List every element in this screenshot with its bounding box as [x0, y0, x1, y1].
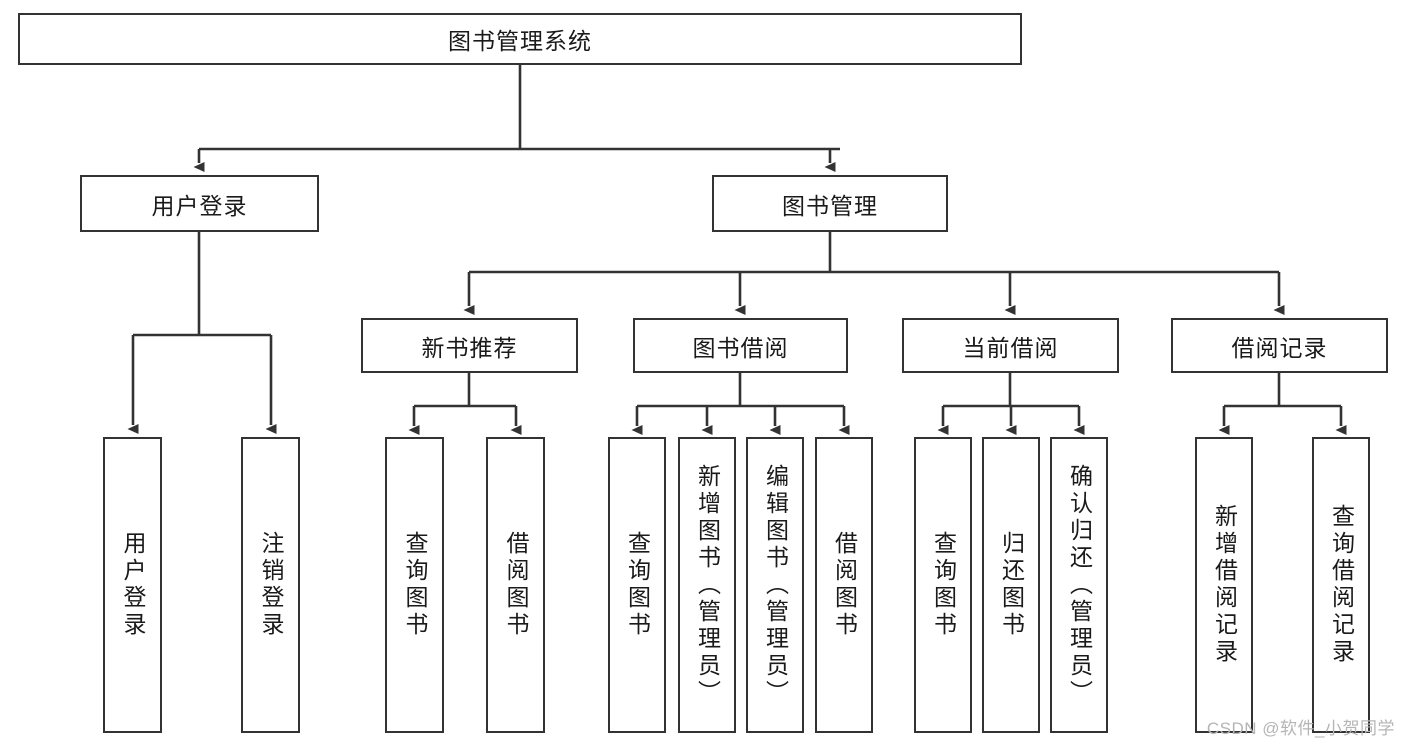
node-leaf-user-login[interactable]: 用户登录	[103, 437, 162, 733]
node-leaf-confirm-return-admin-label: 确认归还（管理员）	[1066, 463, 1093, 707]
node-leaf-return-book[interactable]: 归还图书	[982, 437, 1040, 733]
node-leaf-logout[interactable]: 注销登录	[241, 437, 300, 733]
node-book-manage-label: 图书管理	[782, 192, 878, 219]
node-leaf-edit-book-admin-label: 编辑图书（管理员）	[762, 463, 789, 707]
node-leaf-query-book-borrow-label: 查询图书	[624, 531, 651, 639]
node-leaf-confirm-return-admin[interactable]: 确认归还（管理员）	[1050, 437, 1108, 733]
node-leaf-borrow-book-rec-label: 借阅图书	[503, 531, 529, 639]
node-root[interactable]: 图书管理系统	[18, 13, 1022, 65]
node-root-label: 图书管理系统	[448, 28, 592, 54]
node-current-borrow[interactable]: 当前借阅	[902, 318, 1119, 373]
node-leaf-borrow-book[interactable]: 借阅图书	[815, 437, 873, 733]
node-leaf-query-book-current[interactable]: 查询图书	[914, 437, 972, 733]
node-user-login-label: 用户登录	[151, 192, 248, 219]
csdn-watermark: CSDN @软件_小贺同学	[1206, 719, 1395, 738]
node-leaf-add-book-admin[interactable]: 新增图书（管理员）	[678, 437, 736, 733]
node-leaf-user-login-label: 用户登录	[120, 531, 146, 639]
node-leaf-add-borrow-record[interactable]: 新增借阅记录	[1195, 437, 1253, 733]
node-borrow-record[interactable]: 借阅记录	[1171, 318, 1388, 373]
node-leaf-return-book-label: 归还图书	[998, 531, 1025, 639]
node-leaf-query-borrow-record-label: 查询借阅记录	[1328, 504, 1355, 666]
node-leaf-query-book-current-label: 查询图书	[930, 531, 957, 639]
node-new-book-recommend[interactable]: 新书推荐	[361, 318, 578, 373]
node-leaf-borrow-book-label: 借阅图书	[831, 531, 858, 639]
node-leaf-query-book-rec-label: 查询图书	[402, 531, 428, 639]
node-new-book-recommend-label: 新书推荐	[421, 334, 518, 361]
node-borrow-record-label: 借阅记录	[1231, 334, 1328, 361]
node-leaf-edit-book-admin[interactable]: 编辑图书（管理员）	[746, 437, 804, 733]
node-user-login[interactable]: 用户登录	[80, 175, 319, 232]
node-leaf-add-borrow-record-label: 新增借阅记录	[1211, 504, 1238, 666]
node-leaf-logout-label: 注销登录	[258, 531, 284, 639]
node-leaf-add-book-admin-label: 新增图书（管理员）	[694, 463, 721, 707]
node-book-manage[interactable]: 图书管理	[712, 175, 948, 232]
node-leaf-query-book-borrow[interactable]: 查询图书	[608, 437, 666, 733]
node-book-borrow[interactable]: 图书借阅	[633, 318, 848, 373]
node-leaf-query-book-rec[interactable]: 查询图书	[385, 437, 444, 733]
node-leaf-borrow-book-rec[interactable]: 借阅图书	[486, 437, 545, 733]
node-leaf-query-borrow-record[interactable]: 查询借阅记录	[1312, 437, 1370, 733]
node-current-borrow-label: 当前借阅	[962, 334, 1059, 361]
node-book-borrow-label: 图书借阅	[692, 334, 789, 361]
